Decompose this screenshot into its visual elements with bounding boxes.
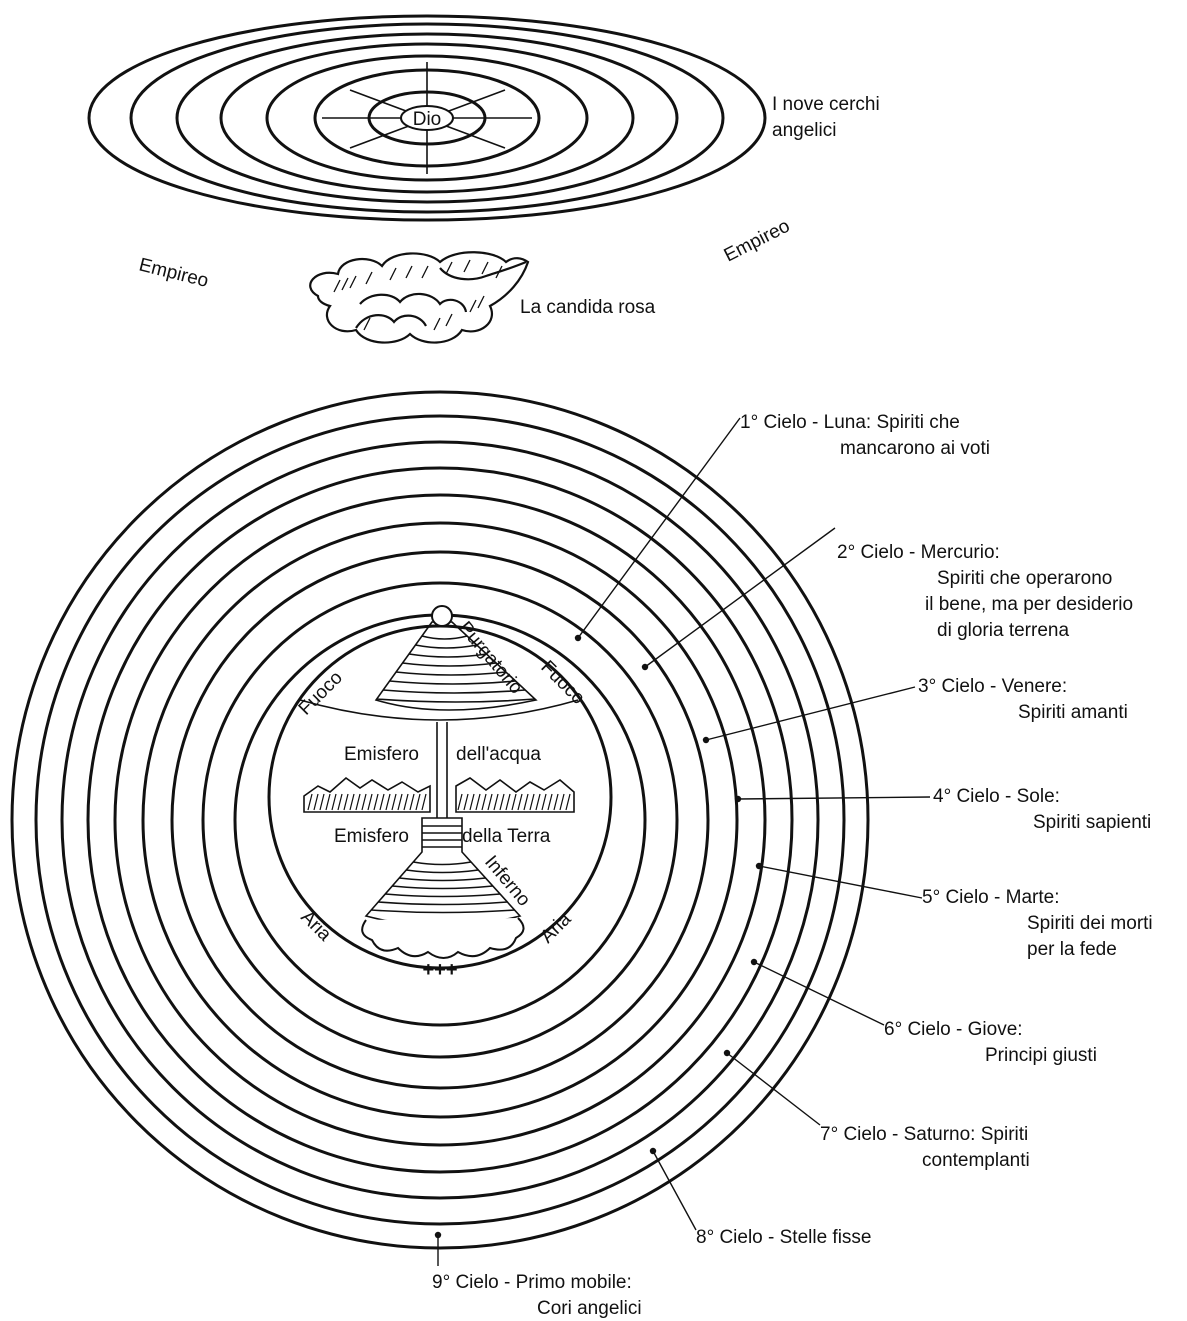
heaven-7-label-2: contemplanti bbox=[922, 1150, 1030, 1171]
cross-glyphs: +++ bbox=[422, 959, 457, 981]
heaven-marker-8 bbox=[650, 1148, 656, 1154]
heaven-2-label-2: Spiriti che operarono bbox=[937, 568, 1112, 589]
heaven-6-label-1: 6° Cielo - Giove: bbox=[884, 1019, 1023, 1040]
earth-hemisphere-label-1: Emisfero bbox=[334, 826, 409, 847]
angelic-circles-label-1: I nove cerchi bbox=[772, 94, 880, 115]
heaven-leader-8 bbox=[653, 1151, 696, 1230]
heaven-5-label-1: 5° Cielo - Marte: bbox=[922, 887, 1059, 908]
heaven-2-label-1: 2° Cielo - Mercurio: bbox=[837, 542, 1000, 563]
heaven-9-label-2: Cori angelici bbox=[537, 1298, 642, 1319]
heaven-3-label-2: Spiriti amanti bbox=[1018, 702, 1128, 723]
earth-hemisphere-label-2: della Terra bbox=[462, 826, 551, 847]
white-rose-drawing bbox=[310, 252, 528, 342]
heaven-9-label-1: 9° Cielo - Primo mobile: bbox=[432, 1272, 632, 1293]
heaven-3-label-1: 3° Cielo - Venere: bbox=[918, 676, 1067, 697]
heaven-marker-9 bbox=[435, 1232, 441, 1238]
heaven-2-label-3: il bene, ma per desiderio bbox=[925, 594, 1133, 615]
heaven-1-label-1: 1° Cielo - Luna: Spiriti che bbox=[740, 412, 960, 433]
heaven-marker-1 bbox=[575, 635, 581, 641]
heaven-leader-4 bbox=[738, 797, 930, 799]
heaven-leader-6 bbox=[754, 962, 884, 1025]
heaven-marker-2 bbox=[642, 664, 648, 670]
heaven-7-label-1: 7° Cielo - Saturno: Spiriti bbox=[820, 1124, 1028, 1145]
heaven-5-label-3: per la fede bbox=[1027, 939, 1117, 960]
heaven-1-label-2: mancarono ai voti bbox=[840, 438, 990, 459]
heaven-marker-6 bbox=[751, 959, 757, 965]
heaven-leader-3 bbox=[706, 687, 915, 740]
white-rose-label: La candida rosa bbox=[520, 297, 656, 318]
heaven-marker-3 bbox=[703, 737, 709, 743]
heaven-marker-7 bbox=[724, 1050, 730, 1056]
empyrean-right-label: Empireo bbox=[721, 216, 794, 267]
god-label: Dio bbox=[413, 109, 442, 130]
water-hemisphere-label-2: dell'acqua bbox=[456, 744, 541, 765]
heaven-4-label-1: 4° Cielo - Sole: bbox=[933, 786, 1060, 807]
heaven-6-label-2: Principi giusti bbox=[985, 1045, 1097, 1066]
angelic-circles-label-2: angelici bbox=[772, 120, 836, 141]
empyrean-left-label: Empireo bbox=[137, 254, 211, 291]
heaven-marker-5 bbox=[756, 863, 762, 869]
heaven-4-label-2: Spiriti sapienti bbox=[1033, 812, 1151, 833]
water-hemisphere-label-1: Emisfero bbox=[344, 744, 419, 765]
heaven-8-label-1: 8° Cielo - Stelle fisse bbox=[696, 1227, 872, 1248]
heaven-marker-4 bbox=[735, 796, 741, 802]
earthly-paradise bbox=[432, 606, 452, 626]
heaven-2-label-4: di gloria terrena bbox=[937, 620, 1069, 641]
heaven-5-label-2: Spiriti dei morti bbox=[1027, 913, 1153, 934]
